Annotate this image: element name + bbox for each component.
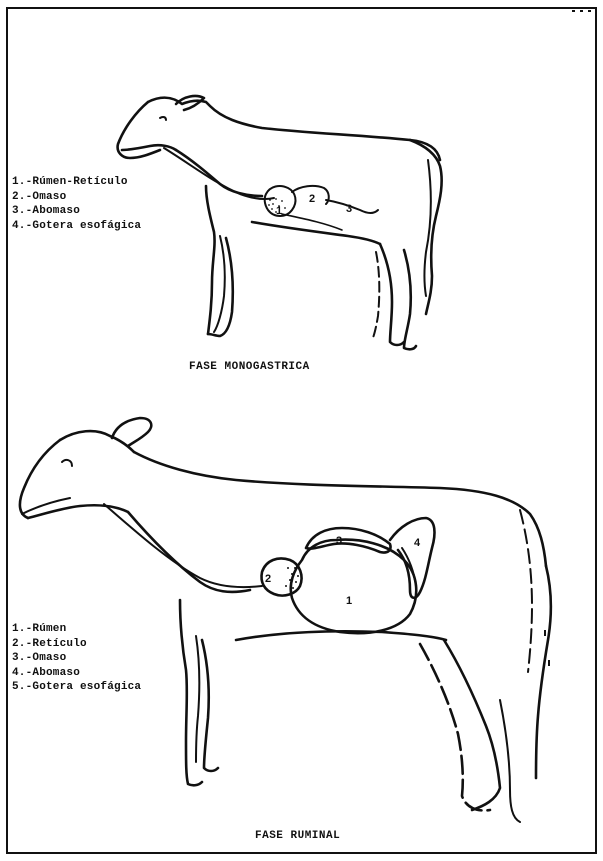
legend-item: 2.-Omaso xyxy=(12,190,141,205)
legend-item: 1.-Rúmen xyxy=(12,622,141,637)
bottom-stomach-label-4: 4 xyxy=(414,537,421,549)
legend-item: 4.-Abomaso xyxy=(12,666,141,681)
bottom-stomach-label-1: 1 xyxy=(346,595,352,607)
legend-item: 4.-Gotera esofágica xyxy=(12,219,141,234)
bottom-stomach-label-3: 3 xyxy=(336,535,342,547)
calf-ruminal-drawing xyxy=(20,418,551,822)
top-stomach-label-3: 3 xyxy=(346,203,352,215)
legend-ruminal: 1.-Rúmen 2.-Retículo 3.-Omaso 4.-Abomaso… xyxy=(12,622,141,695)
caption-ruminal: FASE RUMINAL xyxy=(255,830,340,842)
caption-monogastric: FASE MONOGASTRICA xyxy=(189,361,310,373)
top-stomach-label-2: 2 xyxy=(309,193,315,205)
top-stomach-label-1: 1 xyxy=(276,205,282,217)
legend-item: 5.-Gotera esofágica xyxy=(12,680,141,695)
legend-item: 3.-Abomaso xyxy=(12,204,141,219)
legend-item: 3.-Omaso xyxy=(12,651,141,666)
calf-monogastric-drawing xyxy=(118,96,442,349)
legend-monogastric: 1.-Rúmen-Retículo 2.-Omaso 3.-Abomaso 4.… xyxy=(12,175,141,233)
legend-item: 1.-Rúmen-Retículo xyxy=(12,175,141,190)
legend-item: 2.-Retículo xyxy=(12,637,141,652)
bottom-stomach-label-2: 2 xyxy=(265,573,271,585)
scan-specks xyxy=(544,10,591,666)
